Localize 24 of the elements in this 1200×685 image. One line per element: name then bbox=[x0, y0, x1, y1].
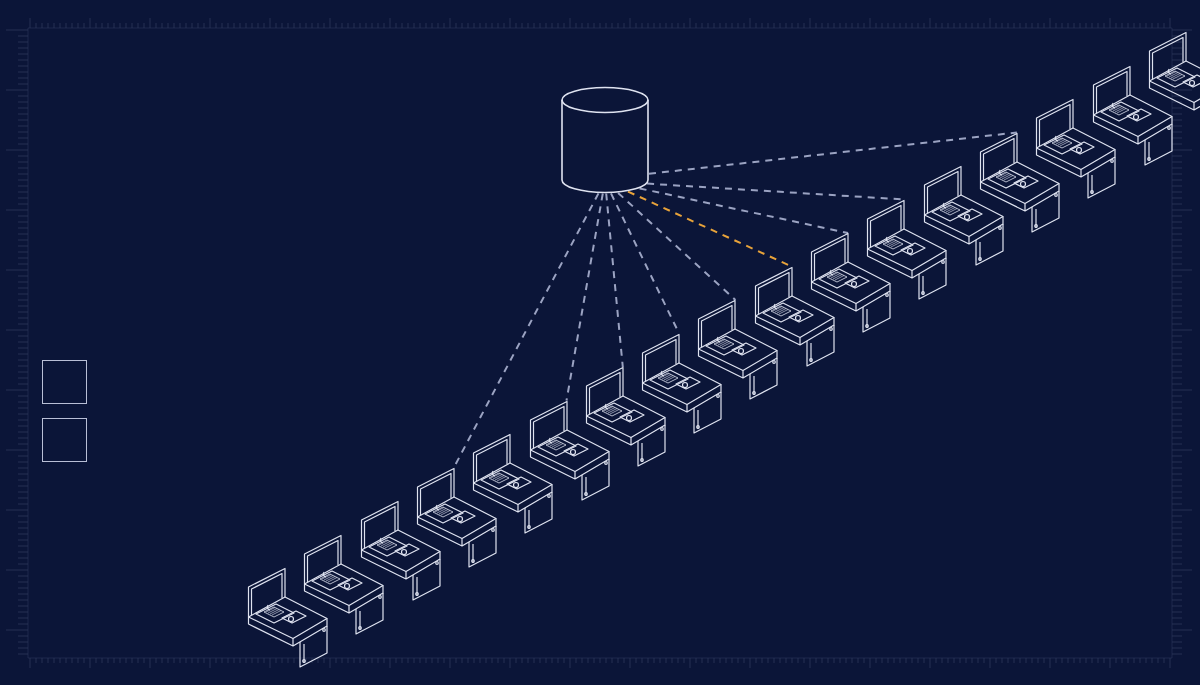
workstation-desk-drawing bbox=[698, 299, 779, 401]
dashed-connector-line bbox=[565, 192, 604, 402]
database-cylinder bbox=[560, 86, 650, 194]
dashed-connector-line bbox=[617, 191, 737, 301]
workstation-desk-drawing bbox=[416, 466, 497, 569]
empty-square-box bbox=[42, 418, 87, 462]
workstation-desk-drawing bbox=[642, 332, 723, 435]
workstation-desk-drawing bbox=[754, 265, 835, 368]
dashed-connector-line bbox=[648, 131, 1018, 175]
workstation-desk-drawing bbox=[473, 433, 554, 535]
workstation-desk-drawing bbox=[1092, 64, 1173, 167]
workstation-desk-drawing bbox=[979, 131, 1060, 234]
workstation-desk-drawing bbox=[248, 567, 328, 669]
workstation-desk-drawing bbox=[923, 165, 1004, 267]
dashed-connector-line bbox=[605, 192, 624, 368]
empty-square-box bbox=[42, 360, 87, 404]
workstation-desk-drawing bbox=[811, 232, 891, 334]
workstation-desk-drawing bbox=[1036, 98, 1117, 200]
workstation-desk-drawing bbox=[304, 533, 385, 636]
workstation-desk-drawing bbox=[585, 366, 666, 468]
workstation-desk-drawing bbox=[867, 198, 948, 301]
workstation-desk-drawing bbox=[360, 500, 441, 602]
workstation-desk-drawing bbox=[529, 399, 610, 502]
dashed-connector-line bbox=[638, 187, 849, 234]
